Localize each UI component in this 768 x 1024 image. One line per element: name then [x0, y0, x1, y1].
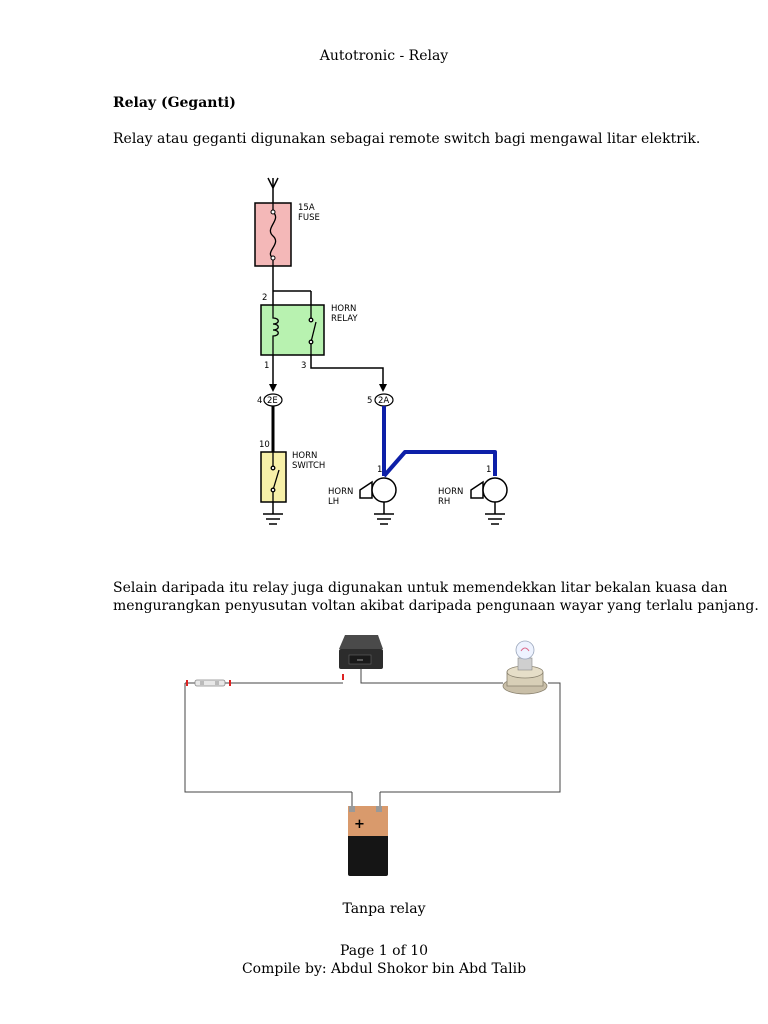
connector-2a-code: 2A	[378, 396, 389, 406]
relay-label-1: HORN	[331, 304, 356, 314]
horn-switch-icon	[270, 452, 280, 502]
relay-label-2: RELAY	[331, 314, 358, 324]
rocker-switch-icon	[339, 635, 383, 669]
relay-switch-icon	[308, 305, 317, 355]
connector-2e-number: 4	[257, 396, 262, 406]
horn-rh-label-1: HORN	[438, 487, 463, 497]
intro-paragraph: Relay atau geganti digunakan sebagai rem…	[113, 131, 701, 147]
fuse-symbol-icon	[269, 203, 277, 266]
horn-rh-pin: 1	[486, 465, 491, 475]
horn-lh-icon	[359, 477, 397, 503]
battery-icon: +	[348, 806, 388, 876]
fuse-label-1: 15A	[298, 203, 315, 213]
fuse-label-2: FUSE	[298, 213, 320, 223]
connector-2e-code: 2E	[267, 396, 278, 406]
horn-lh-label-2: LH	[328, 497, 339, 507]
power-input-arrow-icon	[267, 177, 279, 203]
paragraph-line-2: mengurangkan penyusutan voltan akibat da…	[113, 598, 759, 614]
blue-horn-wire	[382, 406, 497, 478]
horn-lh-label-1: HORN	[328, 487, 353, 497]
ground-icon	[263, 502, 283, 525]
terminal-marks	[186, 674, 344, 686]
circuit-wire	[184, 669, 561, 808]
paragraph-line-1: Selain daripada itu relay juga digunakan…	[113, 580, 728, 596]
footer-compiler: Compile by: Abdul Shokor bin Abd Talib	[241, 961, 527, 977]
figure-caption: Tanpa relay	[342, 901, 426, 917]
horn-switch-pin-10: 10	[259, 440, 270, 450]
horn-lh-pin: 1	[377, 465, 382, 475]
connector-2a-number: 5	[367, 396, 372, 406]
relay-pin-2: 2	[262, 293, 267, 303]
page-header-title: Autotronic - Relay	[319, 48, 449, 64]
horn-switch-label-2: SWITCH	[292, 461, 325, 471]
battery-plus-label: +	[354, 817, 365, 832]
ground-icon	[374, 502, 394, 525]
fuse-icon	[194, 679, 226, 687]
relay-pin-3: 3	[301, 361, 306, 371]
horn-rh-label-2: RH	[438, 497, 450, 507]
footer-page-number: Page 1 of 10	[339, 943, 429, 959]
relay-coil-icon	[272, 305, 279, 355]
section-heading: Relay (Geganti)	[113, 95, 236, 111]
light-bulb-icon	[502, 640, 548, 695]
horn-switch-label-1: HORN	[292, 451, 317, 461]
relay-box	[260, 304, 325, 356]
relay-pin-1: 1	[264, 361, 269, 371]
ground-icon	[485, 502, 505, 525]
